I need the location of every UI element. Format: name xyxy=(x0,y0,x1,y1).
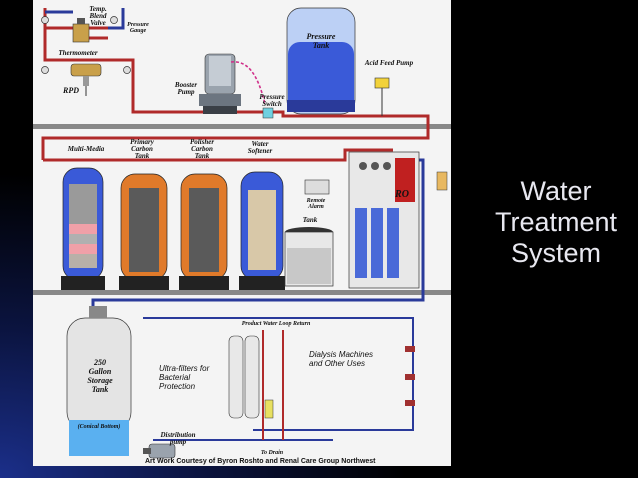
label-pressure-switch: Pressure Switch xyxy=(259,93,285,108)
storage-tank-icon xyxy=(66,306,132,456)
water-softener-tank-icon xyxy=(239,171,285,290)
label-primary-carbon-tank: Primary Carbon Tank xyxy=(130,138,154,160)
booster-pump-icon xyxy=(199,53,241,114)
primary-carbon-tank-icon xyxy=(119,173,169,290)
slide-title: Water Treatment System xyxy=(478,176,634,269)
multi-media-tank-icon xyxy=(61,167,105,290)
label-thermometer: Thermometer xyxy=(58,49,98,57)
title-line-3: System xyxy=(510,238,602,268)
pressure-switch-icon xyxy=(262,107,274,119)
distribution-pump-icon xyxy=(143,443,176,459)
water-treatment-diagram: Temp. Blend Valve Pressure Gauge Thermom… xyxy=(33,0,451,466)
acid-feed-pump-icon xyxy=(374,77,390,116)
label-remote-alarm: Remote Alarm xyxy=(306,198,326,210)
pressure-tank-icon xyxy=(286,7,356,115)
brine-tank-icon xyxy=(284,227,334,287)
pressure-switch-wire xyxy=(230,61,266,105)
shelves xyxy=(33,124,451,295)
ultra-filters-icon xyxy=(228,335,260,419)
middle-piping xyxy=(43,148,393,162)
title-line-1: Water xyxy=(520,176,592,206)
label-pressure-gauge: Pressure Gauge xyxy=(127,22,149,34)
label-polisher-carbon-tank: Polisher Carbon Tank xyxy=(189,138,215,160)
acid-injection-icon xyxy=(436,171,448,191)
label-acid-feed-pump: Acid Feed Pump xyxy=(364,59,414,67)
label-pressure-tank: Pressure Tank xyxy=(306,32,336,50)
remote-alarm-icon xyxy=(304,179,330,195)
label-conical-bottom: (Conical Bottom) xyxy=(77,424,121,430)
ro-unit-icon xyxy=(348,151,420,289)
label-tank: Tank xyxy=(302,216,318,224)
polisher-carbon-tank-icon xyxy=(179,173,229,290)
label-multi-media: Multi-Media xyxy=(67,145,105,153)
label-storage-tank: 250 Gallon Storage Tank xyxy=(87,358,113,394)
label-booster-pump: Booster Pump xyxy=(174,81,198,96)
inlet-blue-piping xyxy=(45,8,125,30)
label-ultra-filters: Ultra-filters for Bacterial Protection xyxy=(159,364,210,391)
diagram-drawing xyxy=(33,7,451,459)
label-dialysis-machines: Dialysis Machines and Other Uses xyxy=(309,350,374,368)
label-ro: RO xyxy=(395,189,409,200)
middle-blue-piping xyxy=(91,158,425,310)
pressure-gauge-icons xyxy=(41,16,131,74)
label-to-drain: To Drain xyxy=(260,450,284,456)
artwork-credit: Art Work Courtesy of Byron Roshto and Re… xyxy=(145,458,376,465)
label-water-softener: Water Softener xyxy=(247,140,273,155)
dialysis-taps-icon xyxy=(405,346,415,406)
label-product-water-loop-return: Product Water Loop Return xyxy=(241,321,311,327)
label-distribution-pump: Distribution pump xyxy=(160,431,196,446)
rpd-valve-icon xyxy=(70,63,102,96)
label-rpd: RPD xyxy=(63,86,79,95)
temp-blend-valve-icon xyxy=(72,18,90,43)
drain-valve-icon xyxy=(264,399,274,419)
title-line-2: Treatment xyxy=(494,207,618,237)
loop-red-piping xyxy=(262,330,284,440)
inlet-piping xyxy=(41,8,430,160)
label-temp-blend-valve: Temp. Blend Valve xyxy=(89,5,107,27)
